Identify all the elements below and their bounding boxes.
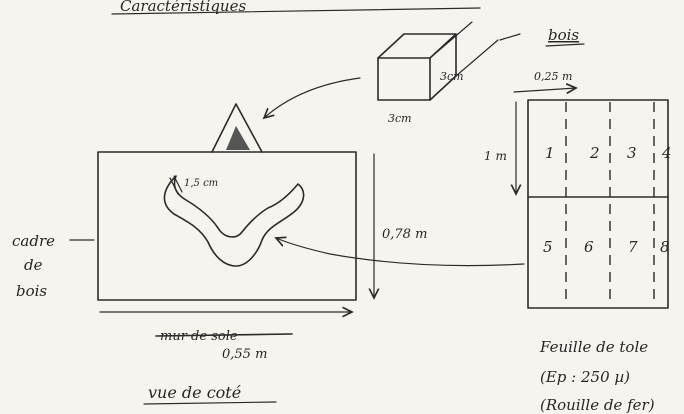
arrow-wood-to-triangle — [264, 77, 361, 118]
frame-height-label: 0,78 m — [382, 227, 427, 242]
wood-bar-depth-label: 3cm — [440, 70, 464, 83]
sheet-cell-2: 2 — [589, 144, 600, 162]
wood-bar-label-underline — [545, 43, 585, 47]
ear-width-label: 1,5 cm — [184, 178, 218, 189]
arrow-sheet-to-head — [276, 238, 525, 267]
sheet-cell-3: 3 — [627, 144, 637, 162]
view-caption-underline — [143, 401, 277, 405]
top-triangle — [211, 103, 263, 153]
wood-bar-width-label: 3cm — [388, 112, 412, 125]
view-caption: vue de coté — [148, 383, 241, 402]
frame-side-label-line3: bois — [16, 282, 47, 300]
top-caption: Caractéristiques — [120, 0, 246, 15]
sheet-cell-7: 7 — [628, 238, 638, 256]
sheet-cell-4: 4 — [661, 144, 672, 162]
top-caption-underline — [111, 7, 481, 15]
fox-left-ear-line-2 — [173, 175, 183, 193]
wood-frame — [97, 151, 357, 301]
frame-side-label-line2: de — [24, 256, 43, 274]
sheet-caption-line3: (Rouille de fer) — [540, 396, 655, 414]
sheet-caption-line1: Feuille de tole — [539, 338, 648, 356]
wood-bar-drawing — [377, 21, 521, 101]
sheet-caption-line2: (Ep : 250 µ) — [540, 368, 630, 386]
fox-head-outline — [163, 175, 305, 267]
sheet-height-label: 1 m — [484, 149, 507, 163]
sheet-cell-5: 5 — [543, 238, 553, 256]
sheet-cell-1: 1 — [545, 144, 555, 162]
struck-label: mur de sole — [160, 329, 238, 344]
wood-bar-label: bois — [548, 26, 579, 44]
fox-left-ear-line — [169, 177, 179, 195]
strike-through — [155, 333, 293, 337]
sheet-cell-6: 6 — [584, 238, 594, 256]
sheet-width-label: 0,25 m — [534, 70, 572, 83]
sheet-cell-8: 8 — [660, 238, 670, 256]
sheet-width-dimension — [513, 88, 576, 92]
frame-width-label: 0,55 m — [222, 347, 267, 362]
frame-side-label-line1: cadre — [12, 232, 55, 250]
metal-sheet-drawing — [527, 99, 669, 309]
